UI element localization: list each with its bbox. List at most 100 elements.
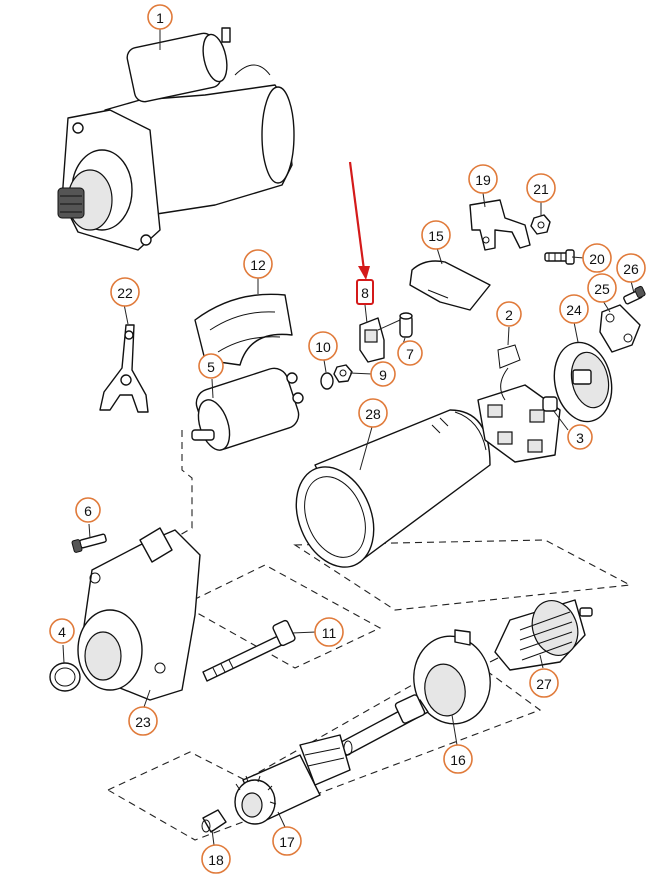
callout-21: 21 bbox=[526, 173, 556, 203]
callout-number: 21 bbox=[533, 181, 549, 197]
engaging-lever bbox=[99, 324, 149, 413]
callout-circle bbox=[75, 497, 101, 523]
callout-number: 4 bbox=[58, 624, 66, 640]
bolt-20 bbox=[544, 249, 575, 265]
callout-circle bbox=[529, 668, 559, 698]
callout-6: 6 bbox=[75, 497, 101, 523]
callout-8: 8 bbox=[356, 279, 374, 305]
callout-number: 2 bbox=[505, 307, 513, 323]
closing-plate bbox=[599, 304, 641, 353]
callout-number: 26 bbox=[623, 261, 639, 277]
callout-circle bbox=[582, 243, 612, 273]
callout-number: 28 bbox=[365, 406, 381, 422]
callout-number: 20 bbox=[589, 251, 605, 267]
callout-circle bbox=[421, 220, 451, 250]
callout-circle bbox=[128, 706, 158, 736]
callout-number: 8 bbox=[361, 285, 369, 301]
callout-15: 15 bbox=[421, 220, 451, 250]
callout-17: 17 bbox=[272, 826, 302, 856]
pilot-bush bbox=[201, 809, 227, 833]
callout-number: 5 bbox=[207, 359, 215, 375]
screw-26 bbox=[623, 285, 646, 305]
callout-circle bbox=[616, 253, 646, 283]
highlight-box bbox=[356, 279, 374, 305]
callout-12: 12 bbox=[243, 249, 273, 279]
intermediate-bearing bbox=[329, 629, 491, 761]
nut-21 bbox=[530, 214, 551, 235]
callout-circle bbox=[567, 424, 593, 450]
callout-number: 10 bbox=[315, 339, 331, 355]
assembly-guides bbox=[106, 430, 632, 841]
end-cap bbox=[553, 341, 613, 423]
callout-3: 3 bbox=[567, 424, 593, 450]
callout-circle bbox=[397, 340, 423, 366]
callout-number: 9 bbox=[379, 367, 387, 383]
callout-circle bbox=[147, 4, 173, 30]
highlight-arrow bbox=[348, 161, 370, 280]
callout-circle bbox=[308, 331, 338, 361]
solenoid-switch bbox=[191, 367, 304, 451]
drive-end-housing bbox=[77, 527, 201, 701]
brush-cover bbox=[409, 260, 491, 311]
armature bbox=[489, 599, 593, 671]
callout-1: 1 bbox=[147, 4, 173, 30]
callout-16: 16 bbox=[443, 744, 473, 774]
callout-circle bbox=[272, 826, 302, 856]
callout-11: 11 bbox=[314, 617, 344, 647]
callout-circle bbox=[358, 398, 388, 428]
callout-4: 4 bbox=[49, 618, 75, 644]
stop-ring bbox=[49, 662, 81, 692]
screw-6 bbox=[71, 533, 107, 553]
callout-10: 10 bbox=[308, 331, 338, 361]
callout-circle bbox=[201, 844, 231, 874]
callout-18: 18 bbox=[201, 844, 231, 874]
callout-number: 6 bbox=[84, 503, 92, 519]
callout-number: 19 bbox=[475, 172, 491, 188]
callout-27: 27 bbox=[529, 668, 559, 698]
mounting-bracket bbox=[469, 199, 531, 251]
callout-number: 16 bbox=[450, 752, 466, 768]
callout-25: 25 bbox=[587, 273, 617, 303]
callout-circle bbox=[526, 173, 556, 203]
callout-number: 18 bbox=[208, 852, 224, 868]
through-bolt bbox=[202, 619, 296, 682]
callout-number: 27 bbox=[536, 676, 552, 692]
callout-labels: 1234567891011121516171819202122232425262… bbox=[49, 4, 646, 874]
callout-circle bbox=[559, 294, 589, 324]
callout-circle bbox=[587, 273, 617, 303]
callout-circle bbox=[110, 277, 140, 307]
callout-number: 3 bbox=[576, 430, 584, 446]
leader-lines bbox=[62, 28, 635, 846]
starter-motor-assembly bbox=[57, 27, 295, 251]
callout-circle bbox=[243, 249, 273, 279]
callout-23: 23 bbox=[128, 706, 158, 736]
callout-9: 9 bbox=[370, 361, 396, 387]
callout-circle bbox=[314, 617, 344, 647]
callout-circle bbox=[468, 164, 498, 194]
sleeve bbox=[399, 312, 413, 338]
callout-22: 22 bbox=[110, 277, 140, 307]
callout-circle bbox=[370, 361, 396, 387]
callout-20: 20 bbox=[582, 243, 612, 273]
callout-circle bbox=[198, 353, 224, 379]
drive-pinion bbox=[234, 734, 351, 825]
callout-26: 26 bbox=[616, 253, 646, 283]
callout-circle bbox=[496, 301, 522, 327]
callout-number: 1 bbox=[156, 10, 164, 26]
callout-number: 24 bbox=[566, 302, 582, 318]
callout-circle bbox=[443, 744, 473, 774]
callout-number: 25 bbox=[594, 281, 610, 297]
callout-19: 19 bbox=[468, 164, 498, 194]
washer-and-nut bbox=[320, 364, 353, 390]
callout-28: 28 bbox=[358, 398, 388, 428]
yoke-housing bbox=[295, 409, 491, 568]
cover-plate bbox=[194, 293, 293, 366]
callout-number: 7 bbox=[406, 346, 414, 362]
callout-number: 17 bbox=[279, 834, 295, 850]
callout-5: 5 bbox=[198, 353, 224, 379]
callout-number: 12 bbox=[250, 257, 266, 273]
callout-number: 11 bbox=[322, 625, 337, 641]
callout-number: 23 bbox=[135, 714, 151, 730]
